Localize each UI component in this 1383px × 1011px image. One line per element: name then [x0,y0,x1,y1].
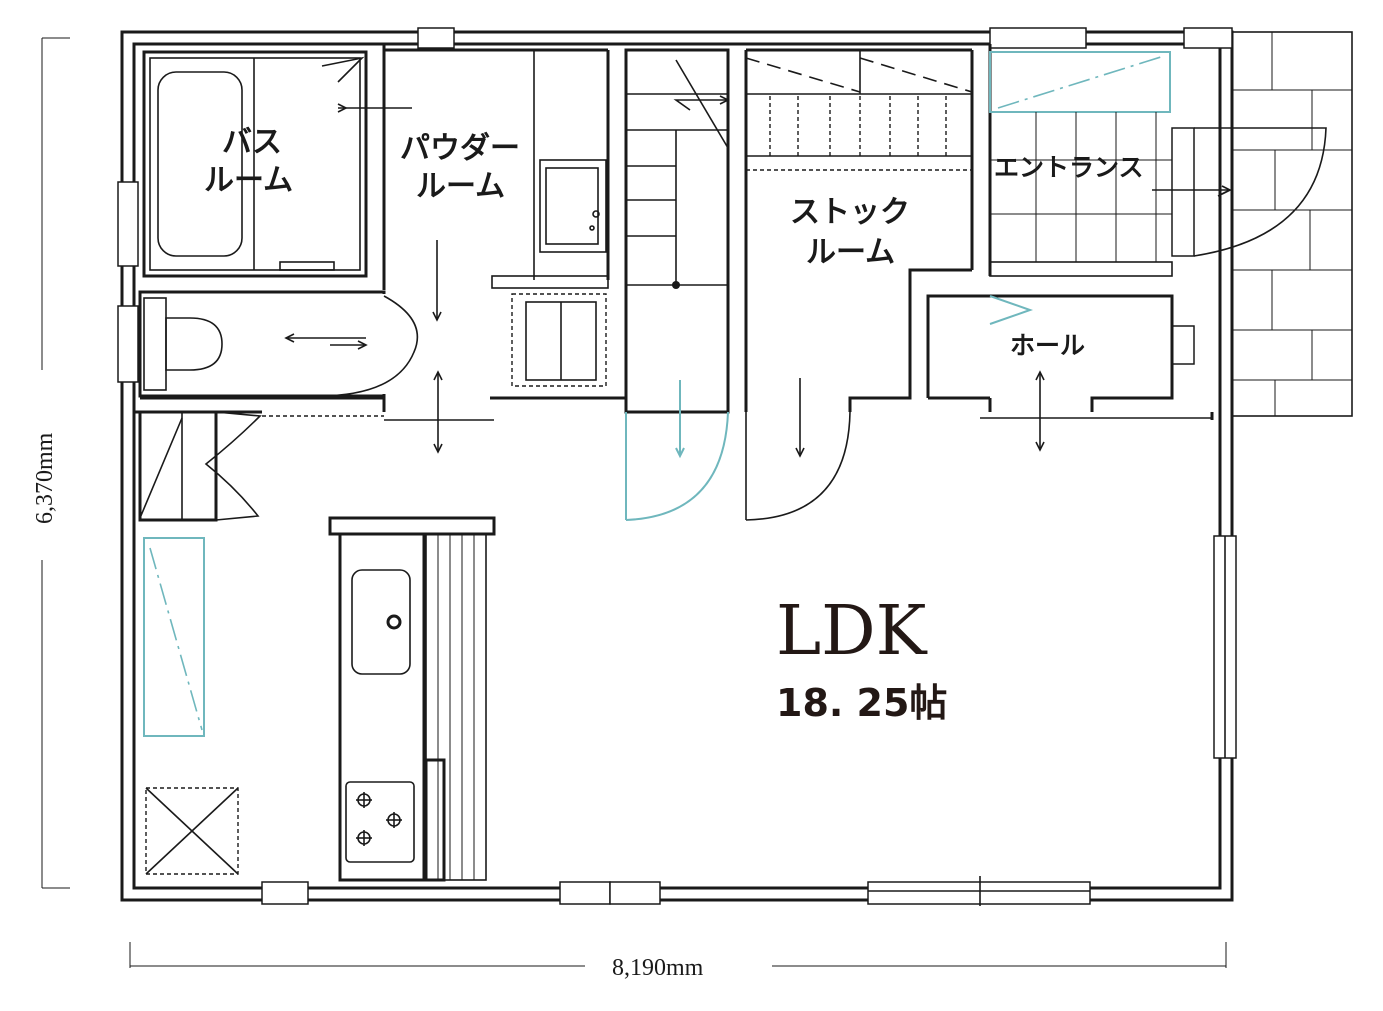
bath-room [142,50,412,278]
powder-room [382,44,610,387]
width-dimension-label: 8,190mm [612,955,704,981]
entrance-label: エントランス [994,153,1144,182]
stair-door [625,380,729,521]
entrance [988,44,1327,277]
hall-label: ホール [1010,331,1085,360]
fridge [143,537,205,737]
height-dimension-label: 6,370mm [32,432,58,524]
closet [138,410,262,522]
stair [624,48,730,414]
powder-label-line1: パウダー [400,131,520,166]
stock-label-line1: ストック [790,195,910,230]
powder-label-line2: ルーム [416,169,505,204]
bath-label-line1: バス [222,125,282,160]
dimension-height: 6,370mm [32,37,70,889]
bath-label-line2: ルーム [204,163,293,198]
toilet-room [138,290,626,412]
stock-room [744,48,974,521]
kitchen [328,516,496,882]
ldk-label: LDK [776,592,928,671]
ldk-area-label: 18. 25帖 [776,681,947,725]
pantry [145,787,239,875]
dimension-width: 8,190mm [129,942,1227,981]
stock-label-line2: ルーム [806,235,895,270]
hall [926,294,1214,452]
porch-tiles [1231,31,1353,417]
outer-walls [117,27,1237,906]
